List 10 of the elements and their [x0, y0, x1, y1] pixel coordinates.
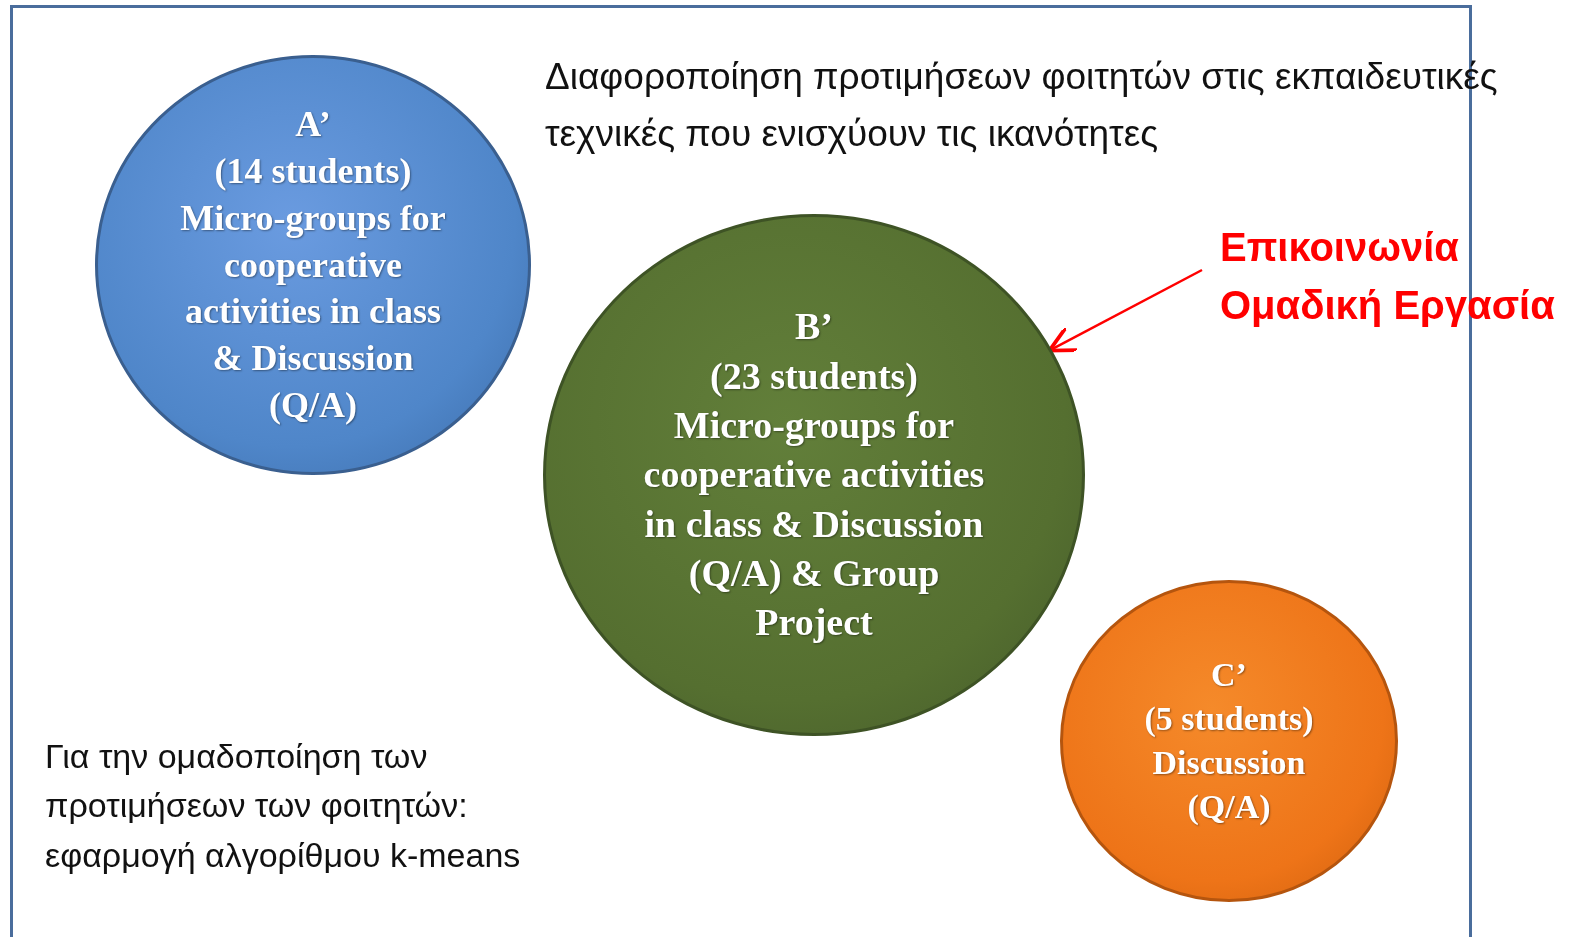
group-description: Discussion (Q/A)	[1151, 743, 1307, 828]
student-count: (5 students)	[1144, 698, 1314, 739]
group-label: B’	[795, 304, 833, 350]
group-description: Micro-groups for cooperative activities in class & Discussion (Q/A) & Group Project	[642, 402, 986, 646]
student-count: (23 students)	[710, 353, 918, 399]
group-label: C’	[1211, 654, 1247, 695]
student-count: (14 students)	[214, 150, 412, 193]
group-label: A’	[295, 103, 331, 147]
note-text: Για την ομαδοποίηση των προτιμήσεων των φοιτητών: εφαρμογή αλγορίθμου k-means	[45, 736, 522, 876]
group-description: Micro-groups for cooperative activities in class & Discussion (Q/A)	[179, 196, 447, 427]
